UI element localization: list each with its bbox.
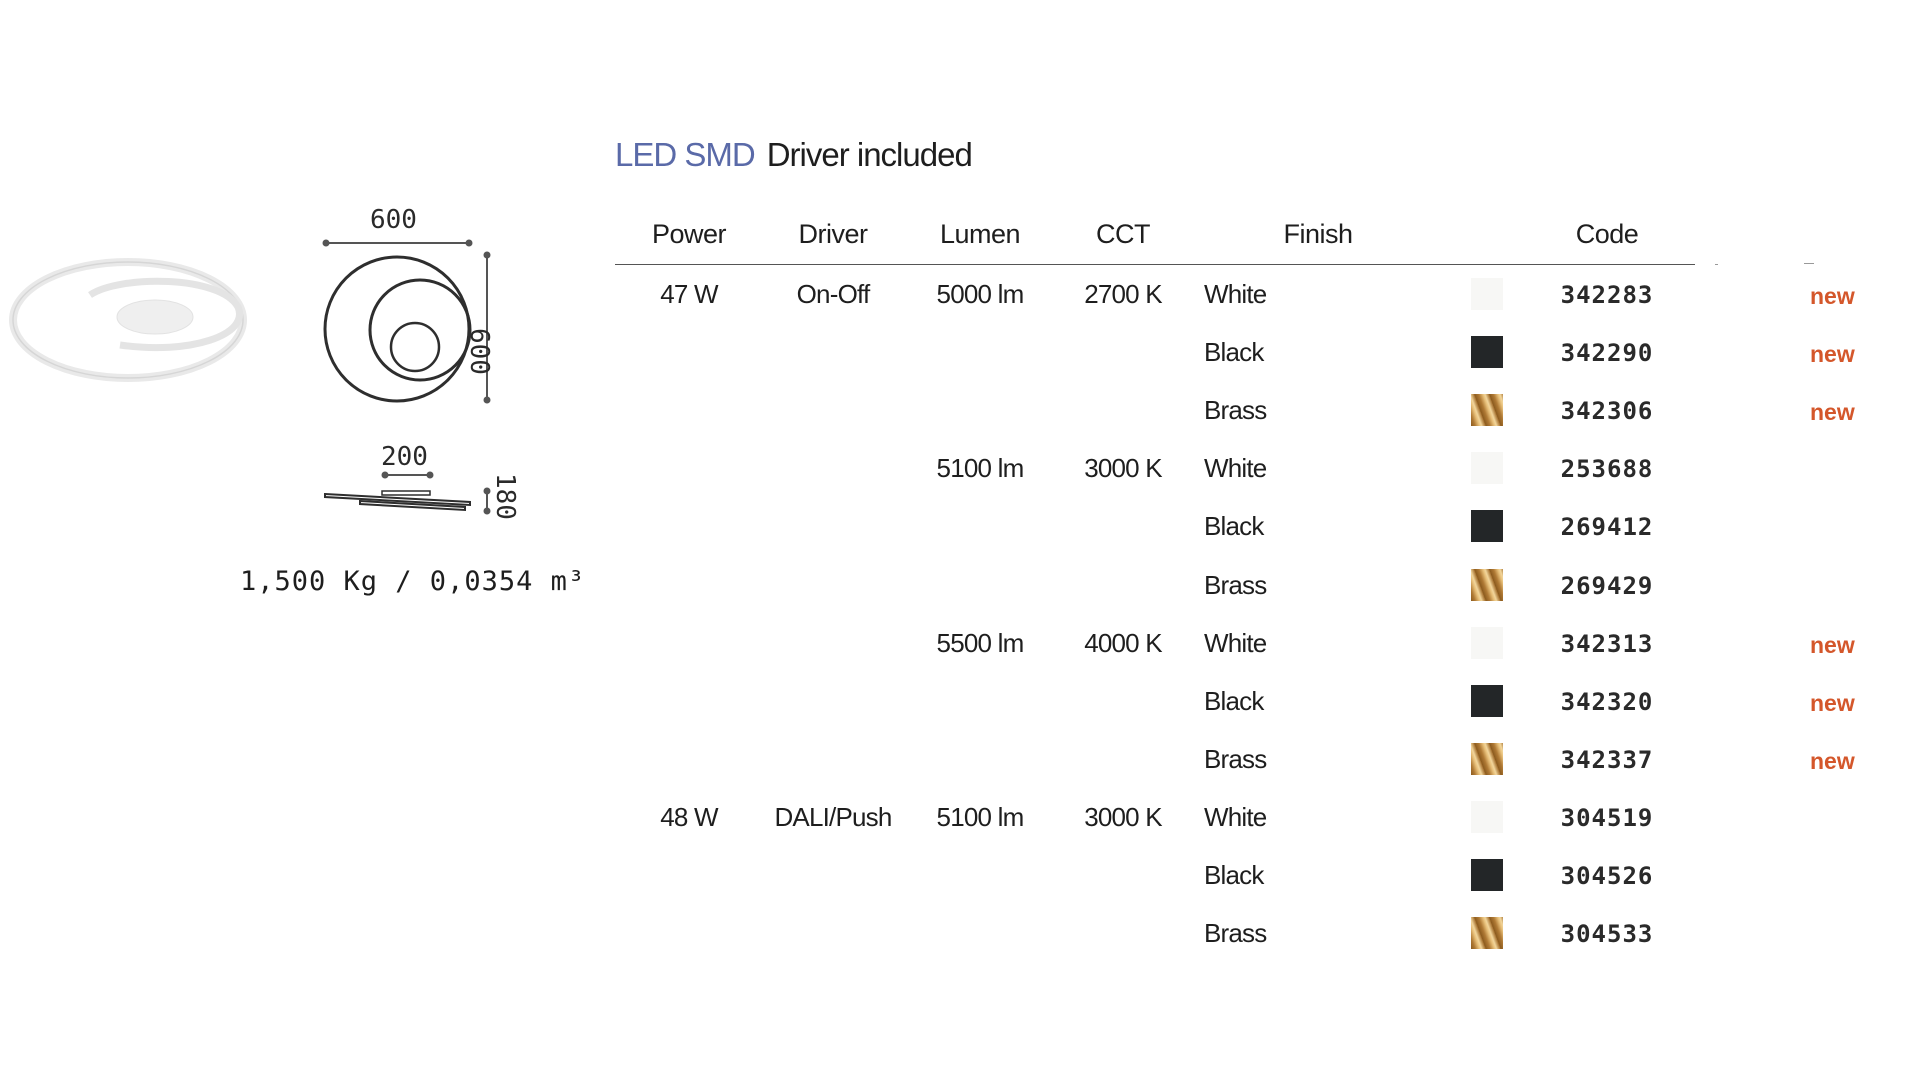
finish-swatch-black — [1471, 336, 1503, 368]
new-badge: new — [1810, 690, 1855, 716]
cell-driver: DALI/Push — [774, 802, 892, 832]
title-main: Driver included — [766, 136, 973, 173]
new-badge: new — [1810, 632, 1855, 658]
header-code: Code — [1575, 219, 1639, 249]
section-title: LED SMD Driver included — [615, 136, 973, 174]
dim-top-width: 600 — [370, 205, 417, 235]
cell-cct: 3000 K — [1084, 802, 1162, 832]
cell-lumen: 5100 lm — [936, 453, 1025, 483]
side-view-drawing — [324, 471, 491, 515]
finish-swatch-black — [1471, 510, 1503, 542]
finish-swatch-brass — [1471, 743, 1503, 775]
cell-lumen: 5000 lm — [936, 279, 1025, 309]
finish-swatch-white — [1471, 452, 1503, 484]
cell-lumen: 5500 lm — [936, 628, 1025, 658]
finish-swatch-black — [1471, 685, 1503, 717]
finish-swatch-brass — [1471, 394, 1503, 426]
header-divider — [615, 264, 1695, 265]
cell-finish: White — [1204, 279, 1267, 309]
cell-cct: 4000 K — [1084, 628, 1162, 658]
header-lumen: Lumen — [939, 219, 1021, 249]
cell-code: 342290 — [1560, 339, 1654, 367]
cell-code: 342313 — [1560, 630, 1654, 658]
cell-code: 342337 — [1560, 746, 1654, 774]
header-tick — [1715, 264, 1718, 265]
cell-lumen: 5100 lm — [936, 802, 1025, 832]
cell-finish: White — [1204, 802, 1267, 832]
new-badge: new — [1810, 399, 1855, 425]
cell-code: 342306 — [1560, 397, 1654, 425]
product-photo — [9, 258, 247, 382]
header-driver: Driver — [798, 219, 869, 249]
top-view-drawing — [322, 239, 491, 404]
cell-finish: Black — [1204, 511, 1264, 541]
cell-cct: 3000 K — [1084, 453, 1162, 483]
cell-finish: Brass — [1204, 918, 1267, 948]
header-finish: Finish — [1283, 219, 1353, 249]
new-badge: new — [1810, 341, 1855, 367]
dim-side-width: 200 — [381, 442, 428, 472]
finish-swatch-brass — [1471, 569, 1503, 601]
header-power: Power — [651, 219, 727, 249]
weight-volume: 1,500 Kg / 0,0354 m³ — [240, 566, 586, 597]
cell-finish: Black — [1204, 337, 1264, 367]
cell-code: 342320 — [1560, 688, 1654, 716]
header-tick — [1804, 263, 1814, 264]
finish-swatch-white — [1471, 627, 1503, 659]
cell-finish: White — [1204, 453, 1267, 483]
dim-top-height: 600 — [464, 328, 494, 375]
new-badge: new — [1810, 748, 1855, 774]
cell-driver: On-Off — [796, 279, 871, 309]
finish-swatch-brass — [1471, 917, 1503, 949]
header-cct: CCT — [1096, 219, 1151, 249]
cell-code: 253688 — [1560, 455, 1654, 483]
cell-finish: Brass — [1204, 395, 1267, 425]
cell-finish: White — [1204, 628, 1267, 658]
cell-power: 48 W — [660, 802, 718, 832]
cell-code: 269429 — [1560, 572, 1654, 600]
cell-finish: Brass — [1204, 744, 1267, 774]
new-badge: new — [1810, 283, 1855, 309]
cell-code: 342283 — [1560, 281, 1654, 309]
cell-finish: Brass — [1204, 570, 1267, 600]
cell-code: 304526 — [1560, 862, 1654, 890]
cell-code: 269412 — [1560, 513, 1654, 541]
cell-code: 304519 — [1560, 804, 1654, 832]
cell-power: 47 W — [660, 279, 718, 309]
finish-swatch-white — [1471, 278, 1503, 310]
finish-swatch-black — [1471, 859, 1503, 891]
finish-swatch-white — [1471, 801, 1503, 833]
cell-cct: 2700 K — [1084, 279, 1162, 309]
cell-finish: Black — [1204, 860, 1264, 890]
cell-code: 304533 — [1560, 920, 1654, 948]
cell-finish: Black — [1204, 686, 1264, 716]
title-accent: LED SMD — [615, 136, 756, 173]
dim-side-height: 180 — [490, 473, 520, 520]
